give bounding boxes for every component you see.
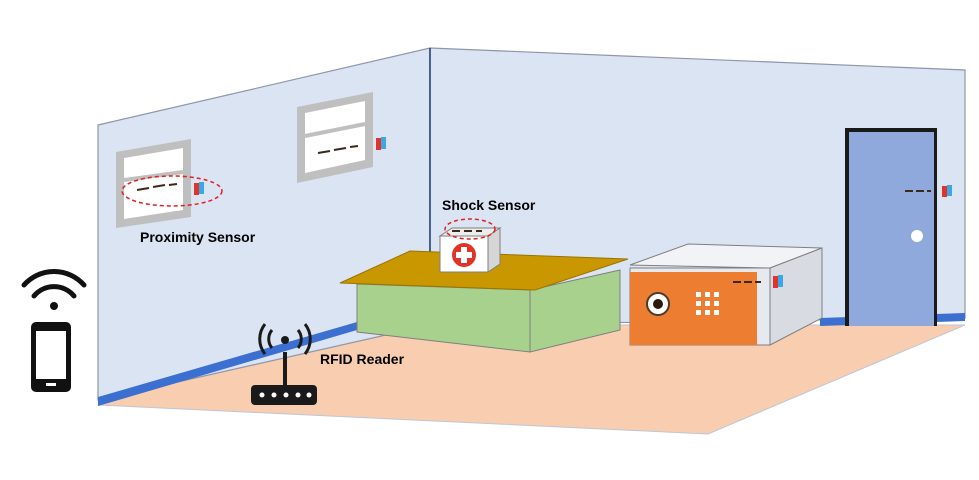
proximity-sensor-label: Proximity Sensor [140, 229, 256, 245]
table [339, 250, 629, 353]
rfid-router-icon [251, 323, 317, 405]
proximity-sensor-icon [194, 182, 204, 195]
safe-icon [629, 243, 823, 346]
baseboard-left [98, 322, 357, 406]
proximity-highlight [121, 175, 223, 207]
window-icon [297, 92, 373, 183]
smartphone-icon [31, 322, 71, 392]
window-sensor-icon [376, 137, 386, 150]
shock-highlight [444, 218, 496, 240]
window-icon [116, 139, 191, 228]
door-icon [845, 128, 937, 326]
wifi-icon [21, 269, 87, 310]
shock-sensor-label: Shock Sensor [442, 197, 536, 213]
door-sensor-icon [942, 185, 952, 197]
first-aid-box-icon [438, 227, 502, 273]
rfid-reader-label: RFID Reader [320, 351, 405, 367]
